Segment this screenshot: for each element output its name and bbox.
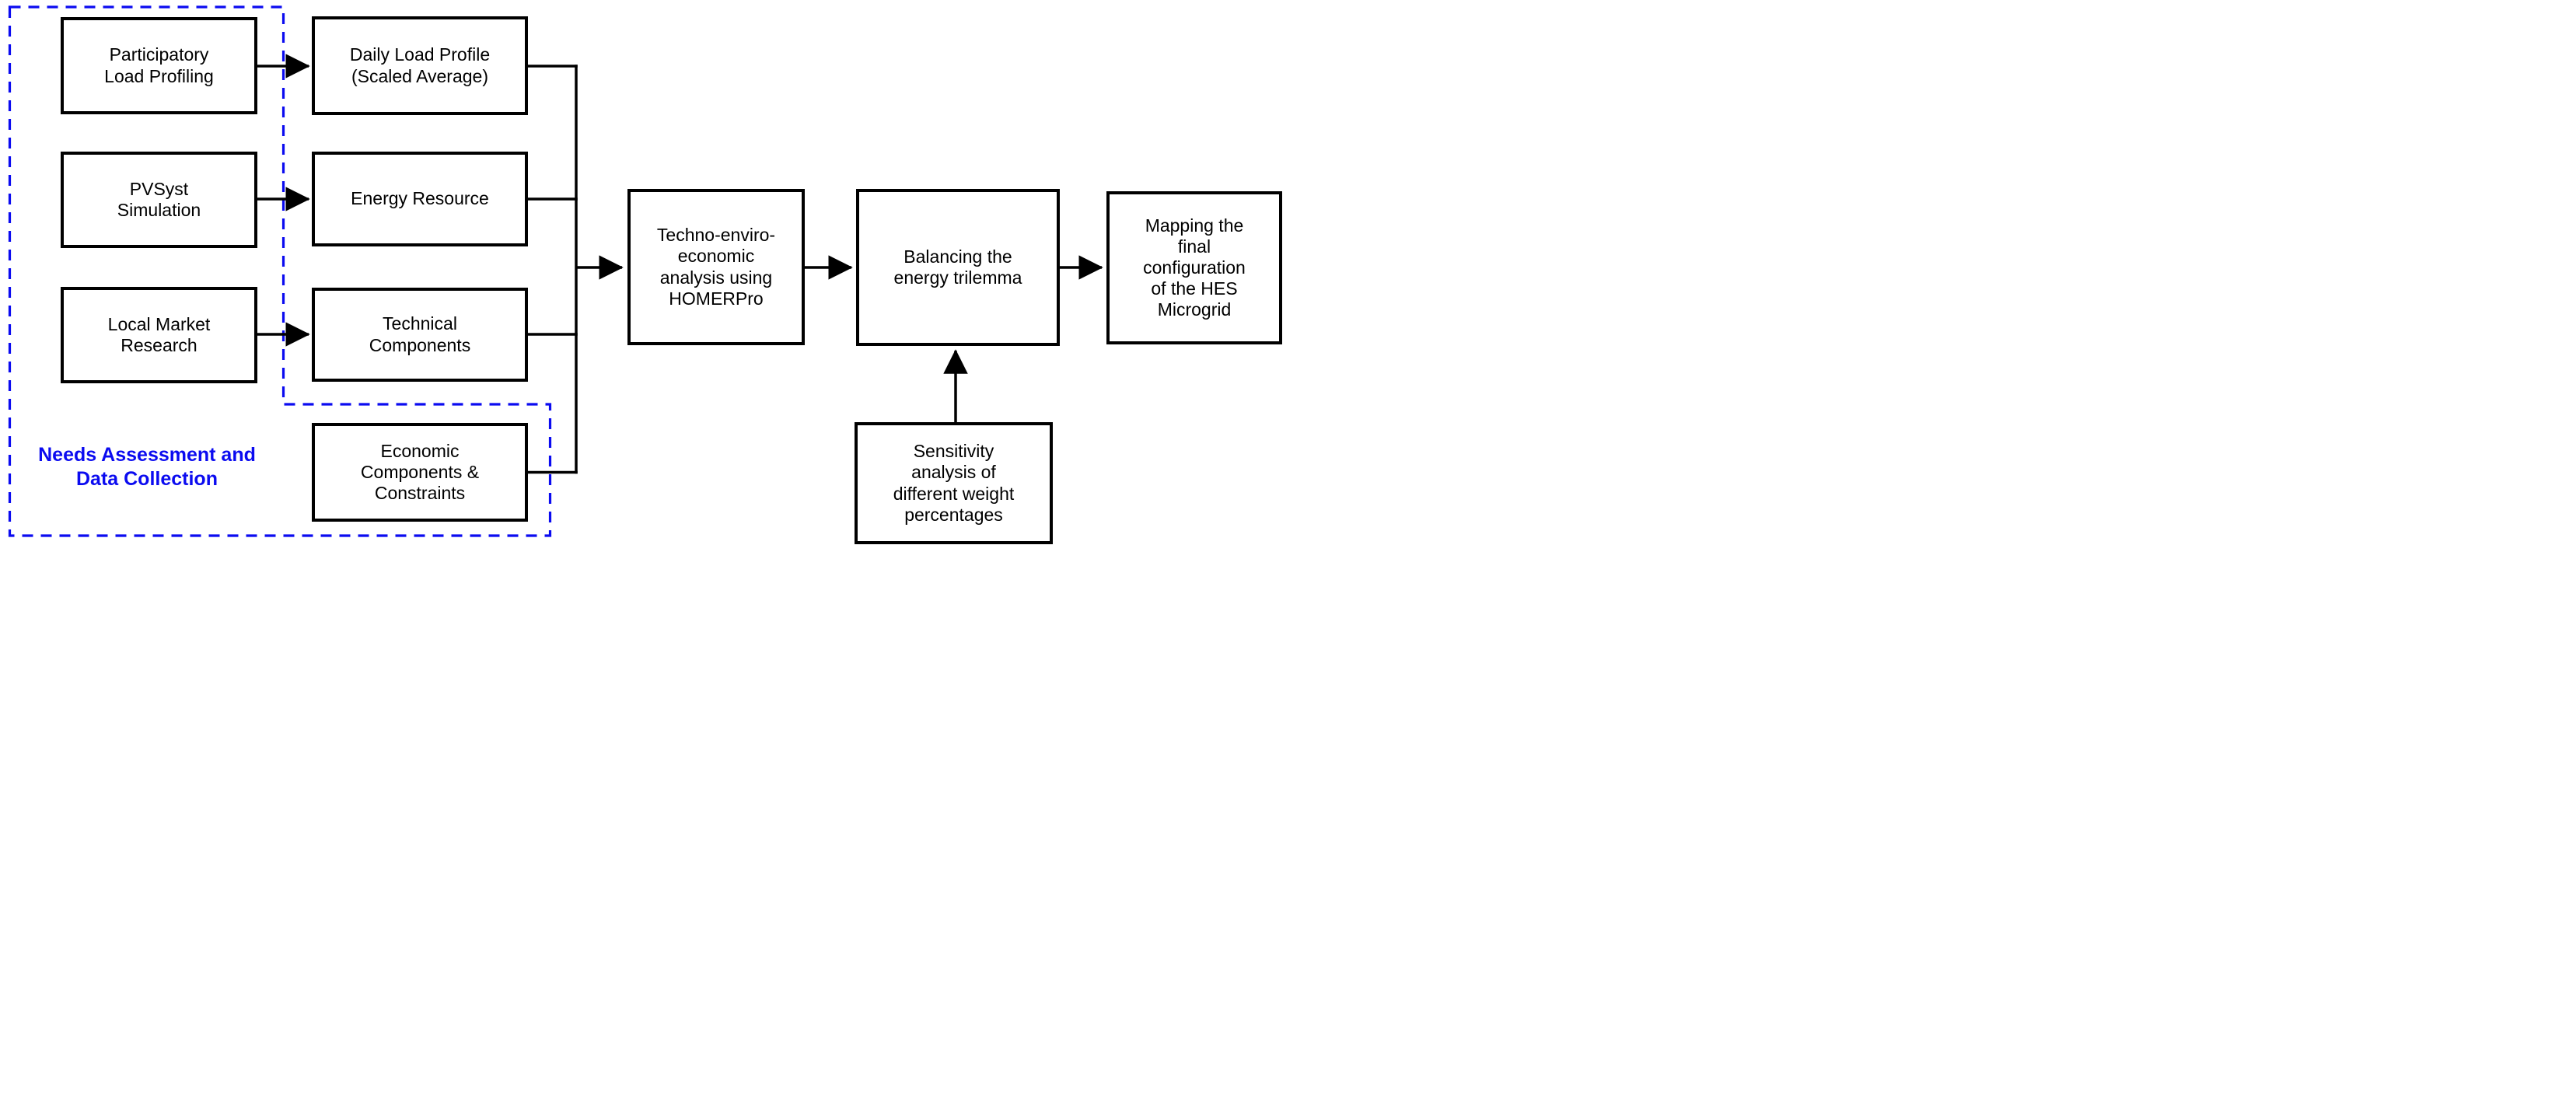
- node-sensitivity-analysis: Sensitivity analysis of different weight…: [855, 422, 1053, 544]
- needs-assessment-dashed-border: [8, 5, 552, 537]
- node-techno-enviro-economic-homerpro: Techno-enviro- economic analysis using H…: [627, 189, 805, 345]
- node-mapping-final-configuration: Mapping the final configuration of the H…: [1106, 191, 1282, 344]
- node-energy-resource: Energy Resource: [312, 152, 528, 246]
- flowchart-canvas: Participatory Load Profiling PVSyst Simu…: [0, 0, 1288, 549]
- connector-layer: [8, 5, 1103, 537]
- node-participatory-load-profiling: Participatory Load Profiling: [61, 17, 257, 114]
- node-daily-load-profile: Daily Load Profile (Scaled Average): [312, 16, 528, 115]
- node-local-market-research: Local Market Research: [61, 287, 257, 383]
- needs-assessment-group-label: Needs Assessment and Data Collection: [38, 444, 256, 490]
- node-pvsyst-simulation: PVSyst Simulation: [61, 152, 257, 248]
- node-economic-components-constraints: Economic Components & Constraints: [312, 423, 528, 522]
- node-technical-components: Technical Components: [312, 288, 528, 382]
- node-balancing-energy-trilemma: Balancing the energy trilemma: [856, 189, 1060, 346]
